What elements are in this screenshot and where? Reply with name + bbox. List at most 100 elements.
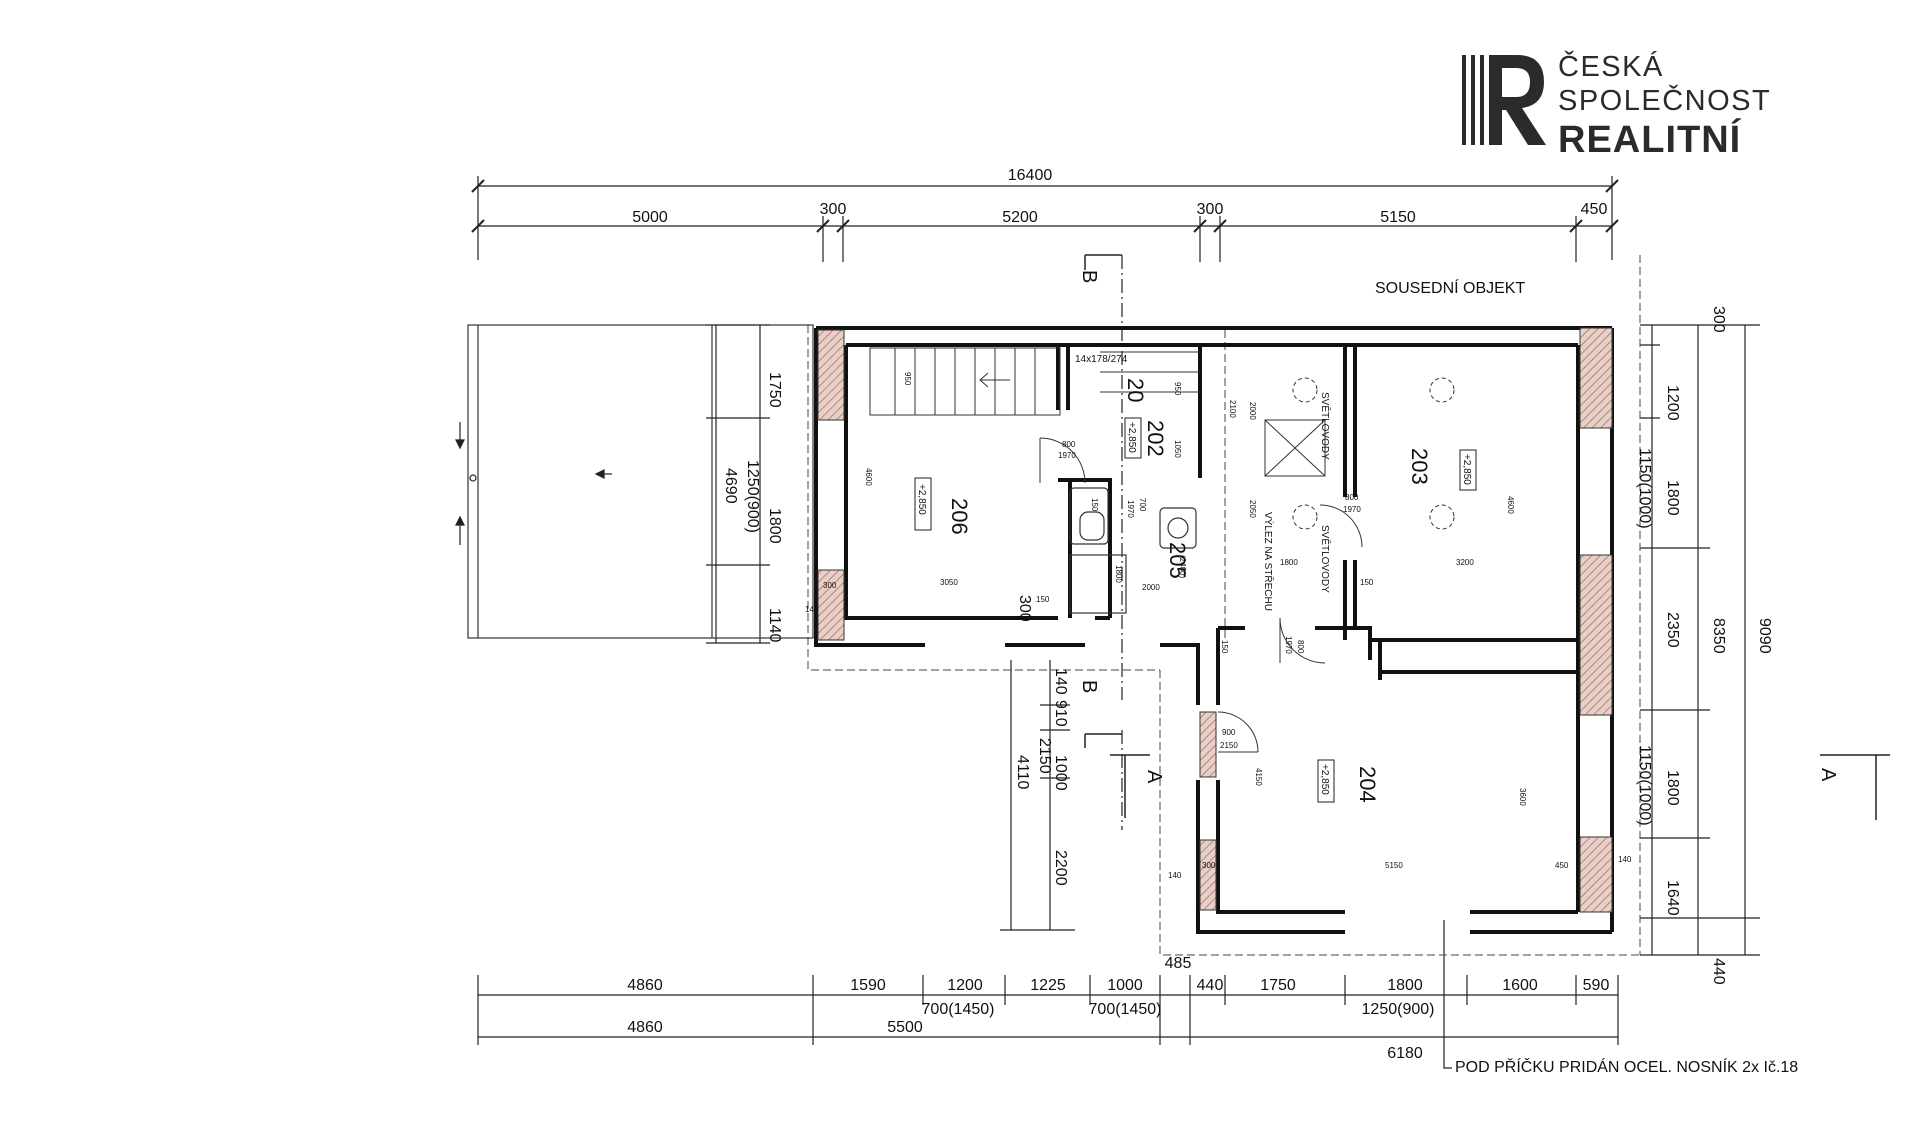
small-dim-25: 4600: [1506, 496, 1515, 514]
small-dim-31: 4150: [1254, 768, 1263, 786]
dim-top-4: 300: [1197, 201, 1224, 218]
walls: [814, 326, 1614, 934]
small-dim-10: 150: [1036, 595, 1050, 604]
section-markers: [1084, 254, 1890, 820]
dashed-outline: [807, 255, 1641, 956]
dim-bottom-10: 1600: [1502, 977, 1538, 994]
dim-total-top: 16400: [1008, 167, 1053, 184]
dim-mid-7: 300: [1016, 595, 1033, 622]
small-dim-14: 1800: [1114, 565, 1123, 583]
dim-top-3: 5200: [1002, 209, 1038, 226]
dim-bottom2-5: 1250(900): [1362, 1001, 1435, 1018]
logo-line-2: SPOLEČNOST: [1558, 85, 1772, 117]
small-dim-16: (2400): [1178, 555, 1187, 578]
dim-left-5: 1140: [766, 608, 783, 643]
skylight-label-2: SVĚTLOVODY: [1319, 525, 1332, 593]
logo-text: ČESKÁ SPOLEČNOST REALITNÍ: [1558, 50, 1771, 162]
dim-bottom-5: 1000: [1107, 977, 1143, 994]
small-dim-4: 800: [1062, 440, 1076, 449]
small-dim-23: 150: [1360, 578, 1374, 587]
level-203: +2,850: [1461, 454, 1472, 485]
small-dim-5: 1970: [1058, 451, 1076, 460]
door-swings: [1039, 437, 1363, 753]
wall-hatching: [817, 327, 1613, 913]
small-dim-12: 700: [1138, 498, 1147, 512]
small-dim-8: 300: [823, 581, 837, 590]
small-dim-22: 1800: [1280, 558, 1298, 567]
small-dim-9: 140: [805, 605, 819, 614]
small-dim-35: 450: [1555, 861, 1569, 870]
small-dim-6: 4600: [864, 468, 873, 486]
dim-top-1: 5000: [632, 209, 668, 226]
small-dim-21: 1970: [1343, 505, 1361, 514]
dim-bottom-2: 1590: [850, 977, 886, 994]
small-dim-2: 950: [1173, 382, 1182, 396]
dim-bottom-4: 1225: [1030, 977, 1066, 994]
section-b-top: B: [1078, 270, 1100, 283]
dim-left-1: 1750: [766, 372, 783, 408]
dim-right-4: 1800: [1664, 480, 1681, 516]
dim-top-6: 450: [1581, 201, 1608, 218]
dim-right-7: 1800: [1664, 770, 1681, 806]
dim-right-9: 440: [1710, 958, 1727, 985]
dim-bottom-1: 4860: [627, 977, 663, 994]
neighbor-label: SOUSEDNÍ OBJEKT: [1375, 278, 1525, 297]
room-202: 202: [1143, 420, 1168, 457]
roof-exit-label: VÝLEZ NA STŘECHU: [1262, 512, 1275, 611]
small-dim-15: 2000: [1142, 583, 1160, 592]
dim-right-2: 1200: [1664, 385, 1681, 421]
small-dim-33: 300: [1202, 861, 1216, 870]
dimension-lines: [471, 176, 1760, 1069]
small-dim-13: 1970: [1126, 500, 1135, 518]
dim-bottom-9: 1800: [1387, 977, 1423, 994]
small-dim-32: 3600: [1518, 788, 1527, 806]
bathroom-fixtures: [1069, 487, 1197, 614]
logo-line-1: ČESKÁ: [1558, 51, 1664, 83]
plan-text: SOUSEDNÍ OBJEKT POD PŘÍČKU PRIDÁN OCEL. …: [627, 167, 1839, 1076]
level-boxes: [914, 417, 1477, 803]
dim-right-5: 2350: [1664, 612, 1681, 648]
dim-bottom-11: 590: [1583, 977, 1610, 994]
small-dim-37: 140: [1168, 871, 1182, 880]
dim-bottom-3: 1200: [947, 977, 983, 994]
dim-bottom-7: 440: [1197, 977, 1224, 994]
dim-left-3: 1800: [766, 508, 783, 544]
dim-right-6: 1150(1000): [1636, 745, 1653, 826]
dim-bottom2-1: 4860: [627, 1019, 663, 1036]
dim-mid-6: 2200: [1052, 850, 1069, 886]
dim-bottom2-6: 6180: [1387, 1045, 1423, 1062]
room-204: 204: [1355, 766, 1380, 803]
dim-top-5: 5150: [1380, 209, 1416, 226]
room-203: 203: [1407, 448, 1432, 485]
small-dim-11: 150: [1090, 498, 1099, 512]
dim-right-8: 1640: [1664, 880, 1681, 916]
stair-number: 20: [1123, 378, 1148, 402]
small-dim-30: 2150: [1220, 741, 1238, 750]
level-206: +2,850: [916, 484, 927, 515]
dim-right-total-2: 9090: [1756, 618, 1773, 654]
logo-line-3: REALITNÍ: [1558, 119, 1742, 161]
skylights: [1264, 377, 1455, 530]
dim-right-total-1: 8350: [1710, 618, 1727, 654]
stair-spec: 14x178/274: [1075, 354, 1128, 365]
dim-mid-5: 4110: [1014, 755, 1031, 790]
dim-mid-1: 140: [1052, 668, 1069, 695]
dim-top-2: 300: [820, 201, 847, 218]
dim-right-3: 1150(1000): [1636, 448, 1653, 529]
small-dim-7: 3050: [940, 578, 958, 587]
dim-mid-4: 1000: [1052, 755, 1069, 791]
staircase: [869, 347, 1200, 416]
small-dim-29: 900: [1222, 728, 1236, 737]
section-a-right: A: [1817, 768, 1839, 782]
small-dim-1: 950: [903, 372, 912, 386]
small-dim-17: 2100: [1228, 400, 1237, 418]
small-dim-18: 2000: [1248, 402, 1257, 420]
small-dim-36: 140: [1618, 855, 1632, 864]
small-dim-24: 3200: [1456, 558, 1474, 567]
terrace: [467, 324, 814, 639]
small-dim-3: 1050: [1173, 440, 1182, 458]
dim-bottom2-4: 700(1450): [1089, 1001, 1162, 1018]
small-dim-27: 800: [1296, 640, 1305, 654]
flow-arrows: [455, 422, 612, 545]
dim-mid-3: 2150: [1036, 738, 1053, 774]
